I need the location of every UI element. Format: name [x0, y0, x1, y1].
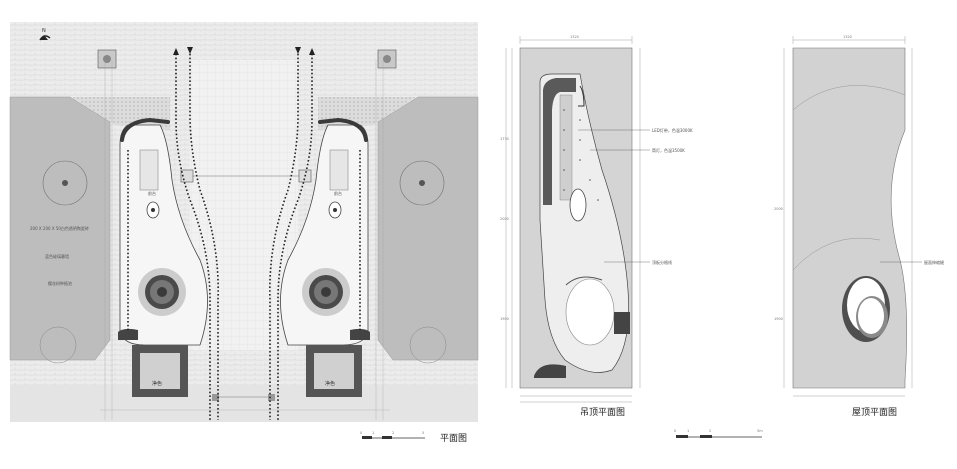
roof-note-1: 屋面伸缩缝	[924, 259, 944, 265]
desk-label-right: 前台	[334, 190, 342, 196]
scale-1: 1	[687, 429, 689, 433]
ceiling-title: 吊顶平面图	[580, 407, 625, 418]
scale-2: 2	[709, 429, 711, 433]
floor-plan: 前台 前台 净色 净色 200 X 200 X 50白色透明陶瓷砖 蓝色玻璃幕墙…	[9, 22, 479, 444]
plan-title: 平面图	[440, 433, 467, 444]
compass-letter: N	[42, 28, 46, 34]
ceiling-dim-2: 2000	[500, 217, 509, 221]
central-tiles	[190, 60, 298, 350]
note-2: 蓝色玻璃幕墙	[45, 253, 69, 259]
ceiling-note-1: LED灯带，色温3000K	[652, 127, 693, 133]
right-room	[306, 345, 362, 397]
left-pavilion	[118, 117, 208, 346]
room-label-right: 净色	[325, 380, 335, 387]
ceiling-plan: 1320 1730 2000 1900 LED灯带，色温3000K 筒灯，色温3…	[500, 35, 693, 418]
plan-scale: 0 1 2 5	[360, 431, 425, 439]
tree-circle	[39, 326, 77, 364]
scale-3: 5m	[757, 429, 763, 433]
tree-circle	[42, 160, 88, 206]
right-pavilion	[280, 117, 370, 346]
roof-title: 屋顶平面图	[852, 407, 897, 418]
circulation-paths	[127, 50, 361, 420]
plan-scale-1: 1	[372, 431, 374, 435]
left-room	[132, 345, 188, 397]
plan-scale-2: 2	[392, 431, 394, 435]
tree-trunk	[62, 180, 68, 186]
ceiling-dim-3: 1900	[500, 317, 509, 321]
note-3: 樱花树种植池	[48, 280, 72, 286]
planter-bush	[103, 55, 111, 63]
tree-trunk	[419, 180, 425, 186]
tree-circle	[409, 326, 447, 364]
scale-0: 0	[674, 429, 676, 433]
roof-dim-1: 2000	[774, 207, 783, 211]
scale-bar: 0 1 2 5m	[674, 429, 763, 438]
right-wall-block	[377, 96, 479, 361]
ceiling-note-2: 筒灯，色温3500K	[652, 147, 685, 153]
ceiling-note-3: 顶板分格线	[652, 259, 672, 265]
plan-scale-3: 5	[422, 431, 424, 435]
bottom-strip	[10, 385, 478, 422]
left-wall-block	[9, 96, 111, 361]
plan-scale-0: 0	[360, 431, 362, 435]
compass: N	[39, 28, 51, 41]
planter-bush	[383, 55, 391, 63]
grid-lines	[100, 60, 390, 420]
roof-plan: 1320 2000 1900 屋面伸缩缝 屋顶平面图	[774, 35, 944, 418]
roof-dim-top: 1320	[843, 35, 852, 39]
ceiling-dim-top: 1320	[570, 35, 579, 39]
ceiling-dim-1: 1730	[500, 137, 509, 141]
note-1: 200 X 200 X 50白色透明陶瓷砖	[30, 225, 89, 231]
desk-label-left: 前台	[148, 190, 156, 196]
room-label-left: 净色	[152, 380, 162, 387]
roof-dim-2: 1900	[774, 317, 783, 321]
tree-circle	[399, 160, 445, 206]
